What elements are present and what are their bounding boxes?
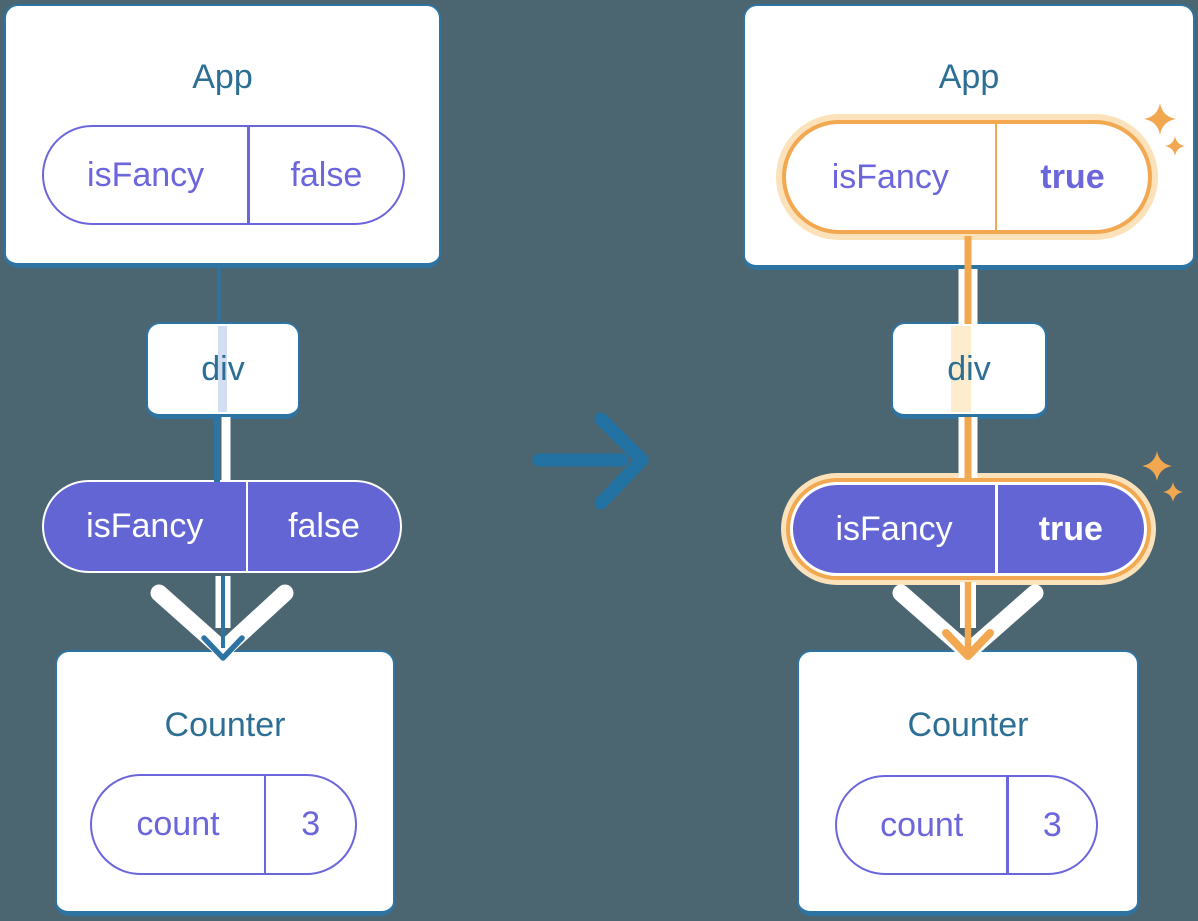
prop-flow-through-stripe [951,326,971,412]
pill-divider [994,124,997,230]
state-key: isFancy [87,155,205,194]
prop-key: isFancy [835,509,953,548]
pill-divider [263,776,267,873]
prop-pill-after: isFancy true [790,482,1147,576]
app-title: App [938,58,1000,96]
counter-card-after: Counter count 3 [797,650,1139,916]
tree-edge-through-stripe [218,326,227,412]
prop-value: true [1038,509,1103,548]
state-key: isFancy [831,157,949,196]
div-card-before: div [146,322,300,419]
state-value: false [290,155,363,194]
pill-divider [995,485,998,573]
state-key: count [880,805,964,844]
state-value: 3 [1042,805,1062,844]
counter-state-pill-before: count 3 [90,774,357,875]
pill-divider [1006,777,1009,873]
counter-title: Counter [907,706,1029,744]
transition-arrow-icon [532,412,649,510]
app-state-pill-before: isFancy false [42,125,405,225]
prop-flow-chevron-icon [150,584,294,659]
counter-card-before: Counter count 3 [55,650,395,916]
div-card-after: div [891,322,1047,419]
app-title: App [192,58,253,96]
pill-divider [247,127,250,223]
prop-value: false [288,507,360,545]
pill-divider [245,482,248,571]
app-card-after: App isFancy true [743,4,1195,270]
sparkles-icon [1142,451,1183,502]
counter-state-pill-after: count 3 [835,775,1098,875]
div-label: div [201,349,245,388]
app-card-before: App isFancy false [4,4,441,268]
state-value: 3 [301,805,321,843]
div-label: div [947,349,991,388]
prop-key: isFancy [86,507,204,545]
prop-flow-chevron-icon [892,584,1044,661]
counter-title: Counter [164,706,286,744]
app-state-pill-after: isFancy true [782,120,1152,234]
state-key: count [136,805,220,843]
state-value: true [1040,157,1105,196]
prop-pill-before: isFancy false [42,480,402,573]
